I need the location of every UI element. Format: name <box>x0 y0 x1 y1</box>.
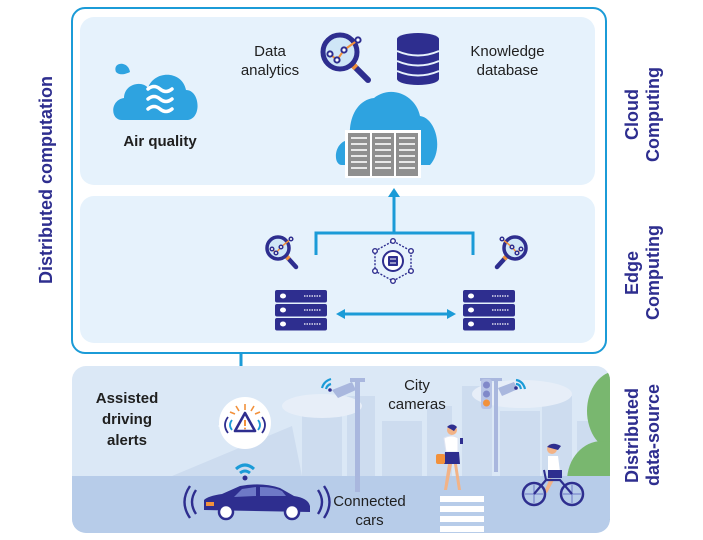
wifi-icon <box>235 463 255 481</box>
connected-cars-line-1: Connected <box>333 493 406 510</box>
edge-computing-line-2: Computing <box>643 225 663 320</box>
server-rack-icon-right <box>463 290 515 331</box>
city-skyline-background <box>172 372 610 521</box>
edge-computing-label: Edge Computing <box>622 210 666 335</box>
camera-icon-left <box>320 377 365 492</box>
edge-hub-icon <box>372 238 415 285</box>
city-cameras-label: City cameras <box>372 376 462 414</box>
assisted-driving-line-2: driving <box>101 411 152 428</box>
cyclist-icon <box>521 443 585 507</box>
traffic-light-icon <box>480 378 527 472</box>
database-icon <box>396 33 440 85</box>
distributed-data-source-panel: Assisted driving alerts City cameras Con… <box>72 366 610 533</box>
air-quality-cloud-icon <box>113 63 198 120</box>
analytics-magnifier-icon <box>320 32 371 83</box>
edge-analytics-magnifier-icon-left <box>265 235 299 270</box>
cloud-server-icon <box>335 91 438 178</box>
connected-cars-label: Connected cars <box>322 492 417 530</box>
distributed-data-source-line-1: Distributed <box>622 387 642 483</box>
arrow-up-head <box>388 188 400 197</box>
server-rack-icon-left <box>275 290 327 331</box>
pedestrian-icon <box>436 424 463 490</box>
data-analytics-label: Data analytics <box>230 42 310 80</box>
camera-icon-right <box>498 382 518 396</box>
city-cameras-line-2: cameras <box>388 396 446 413</box>
knowledge-database-line-1: Knowledge <box>470 43 545 60</box>
assisted-driving-alerts-label: Assisted driving alerts <box>82 388 172 451</box>
arrow-right-head <box>447 309 456 319</box>
arrow-left-head <box>336 309 345 319</box>
city-cameras-line-1: City <box>404 377 430 394</box>
air-quality-label: Air quality <box>123 133 197 150</box>
edge-computing-line-1: Edge <box>622 250 642 295</box>
cloud-computing-line-2: Computing <box>643 67 663 163</box>
car-icon <box>183 484 331 521</box>
edge-analytics-magnifier-icon-right <box>494 235 528 270</box>
assisted-driving-line-1: Assisted <box>95 390 159 407</box>
distributed-data-source-line-2: data-source <box>643 383 663 487</box>
data-analytics-line-2: analytics <box>240 62 300 79</box>
cloud-computing-label: Cloud Computing <box>622 55 666 175</box>
edge-bracket-line <box>314 231 475 255</box>
warning-alert-icon <box>218 397 271 449</box>
data-analytics-line-1: Data <box>254 43 286 60</box>
crosswalk <box>440 496 484 532</box>
road <box>72 476 610 533</box>
assisted-driving-line-3: alerts <box>106 432 148 449</box>
cloud-computing-line-1: Cloud <box>622 89 642 141</box>
knowledge-database-line-2: database <box>476 62 539 79</box>
distributed-data-source-label: Distributed data-source <box>622 370 666 500</box>
connected-cars-line-2: cars <box>355 512 384 529</box>
knowledge-database-label: Knowledge database <box>455 42 560 80</box>
